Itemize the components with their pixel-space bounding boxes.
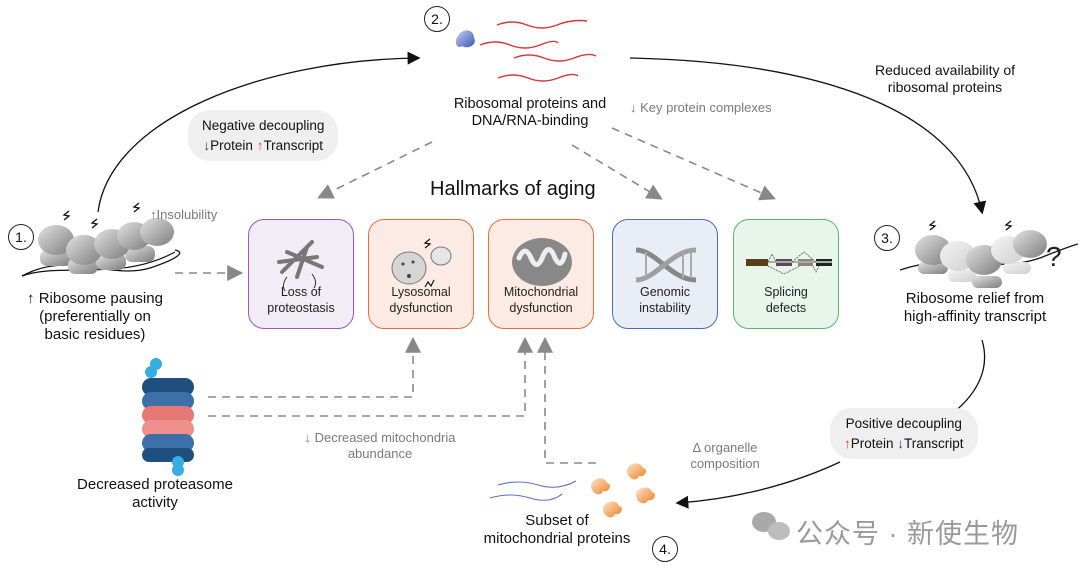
watermark-text: 公众号 · 新使生物 [796,519,1019,549]
step1-label-line1: ↑ Ribosome pausing [27,290,163,307]
transcript-label: Transcript [904,435,964,451]
up-arrow-icon: ↑ [256,137,264,153]
mito-abundance-line1: ↓ Decreased mitochondria [304,430,456,445]
step4-label-line2: mitochondrial proteins [483,530,631,547]
step1-label-line3: basic residues) [44,326,146,343]
dashed-arrow-to-splicing [611,127,776,201]
step4-label-line1: Subset of [525,512,589,529]
positive-decoupling-box: Positive decoupling ↑Protein ↓Transcript [830,408,978,460]
reduced-availability-line2: ribosomal proteins [887,78,1003,95]
hallmarks-title: Hallmarks of aging [430,178,596,200]
key-protein-complexes-note: ↓ Key protein complexes [630,100,772,115]
dashed-arrow-to-genomic [571,144,663,200]
misfolded-protein-icon [277,240,324,292]
proteasome-illustration [142,358,194,476]
step-4-badge: 4. [652,536,678,562]
mitochondrion-icon [512,238,572,286]
proteasome-label: Decreased proteasome activity [60,476,250,512]
negative-decoupling-values: ↓Protein ↑Transcript [202,136,324,156]
dashed-arrow-proteasome-to-lysosomal [208,336,421,398]
wechat-icon [752,512,790,540]
mitochondrial-proteins-illustration [489,463,655,518]
step2-label-line1: Ribosomal proteins and [453,96,607,112]
step1-label-line2: (preferentially on [39,308,151,325]
ribosome-relief-illustration [899,220,1079,288]
step-1-badge: 1. [8,224,34,250]
proteasome-label-line2: activity [132,494,178,511]
arc-to-step4 [675,461,841,509]
transcript-label: Transcript [263,137,323,153]
down-arrow-icon: ↓ [897,435,905,451]
step2-label-line2: DNA/RNA-binding [471,113,589,130]
dashed-arrow-proteasome-to-mito [208,336,533,417]
arc-step2-to-step3 [629,57,987,215]
reduced-availability-line1: Reduced availability of [874,62,1016,78]
insolubility-note: ↑Insolubility [150,207,218,222]
organelle-note-line2: composition [690,455,760,471]
negative-decoupling-box: Negative decoupling ↓Protein ↑Transcript [188,110,339,162]
organelle-note-line1: Δ organelle [692,440,758,455]
dashed-arrow-to-proteostasis [317,141,433,199]
step3-label-line1: Ribosome relief from [905,290,1045,307]
positive-decoupling-values: ↑Protein ↓Transcript [844,434,964,454]
lysosome-icon [391,238,452,288]
up-arrow-icon: ↑ [844,435,851,451]
up-arrow-icon: ↑ [27,290,35,307]
dna-helix-icon [635,247,697,283]
ribosome-pausing-illustration [21,202,181,277]
protein-label: Protein [210,137,253,153]
step2-label: Ribosomal proteins and DNA/RNA-binding [430,96,630,131]
arc-step1-to-step2 [97,51,421,213]
down-arrow-icon: ↓ [203,137,211,153]
negative-decoupling-title: Negative decoupling [202,118,325,133]
step1-label: ↑ Ribosome pausing (preferentially on ba… [10,290,180,344]
mito-abundance-line2: abundance [347,445,413,461]
mito-abundance-note: ↓ Decreased mitochondria abundance [280,430,480,461]
splicing-icon [746,251,832,275]
organelle-composition-note: Δ organelle composition [670,440,780,471]
step4-label: Subset of mitochondrial proteins [462,512,652,548]
protein-label: Protein [850,435,894,451]
step3-label: Ribosome relief from high-affinity trans… [880,290,1070,326]
dashed-arrow-mitoproteins-to-mito [537,336,596,464]
question-mark: ? [1046,241,1062,272]
ribosomal-protein-rna-illustration [455,19,597,82]
positive-decoupling-title: Positive decoupling [845,416,962,431]
step-2-badge: 2. [424,6,450,32]
step3-label-line2: high-affinity transcript [903,308,1047,325]
step-3-badge: 3. [874,225,900,251]
proteasome-label-line1: Decreased proteasome [77,476,233,493]
reduced-availability-label: Reduced availability of ribosomal protei… [850,62,1040,96]
